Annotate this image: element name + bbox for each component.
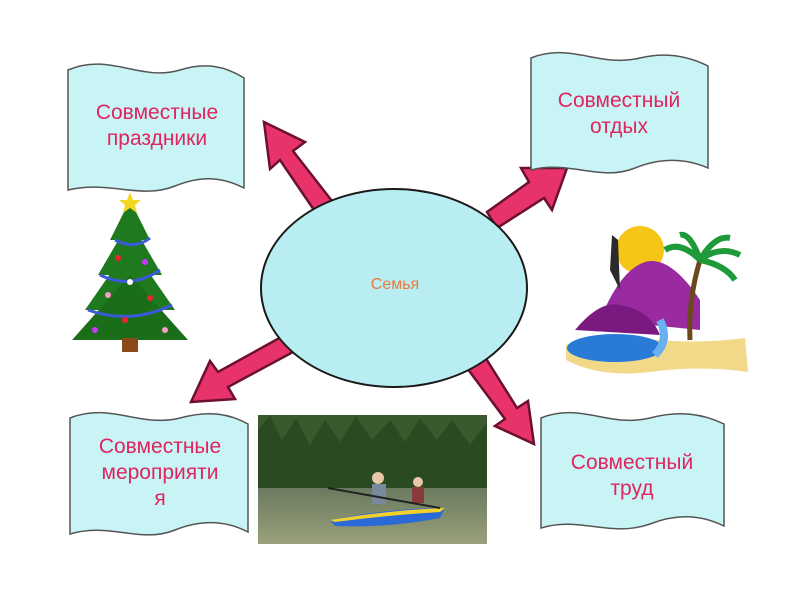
banner-top-right-line-1: Совместный	[557, 89, 681, 112]
center-ellipse	[260, 188, 528, 388]
banner-bottom-right-text: Совместный труд	[543, 450, 721, 502]
tropical-island-icon	[566, 226, 748, 374]
kayak-photo	[258, 415, 487, 544]
banner-bottom-left-line-2: мероприяти	[101, 461, 219, 484]
banner-top-left-line-1: Совместные	[95, 101, 219, 124]
banner-bottom-left-line-3: я	[154, 487, 166, 510]
center-label: Семья	[370, 276, 420, 293]
christmas-tree-icon	[72, 192, 188, 352]
arrow-to-bottom-left	[188, 334, 295, 404]
arrow-to-top-right	[485, 166, 569, 230]
banner-top-left-line-2: праздники	[106, 127, 208, 150]
banner-top-right-line-2: отдых	[590, 115, 648, 138]
banner-bottom-right-line-1: Совместный	[570, 451, 694, 474]
arrow-to-top-left	[262, 119, 334, 215]
banner-top-left	[67, 63, 245, 192]
banner-bottom-left-text: Совместные мероприяти я	[74, 434, 246, 512]
banner-top-right-text: Совместный отдых	[533, 88, 705, 140]
arrow-to-bottom-right	[465, 355, 536, 447]
banner-bottom-left	[69, 411, 249, 536]
banner-bottom-left-line-1: Совместные	[98, 435, 222, 458]
banner-bottom-right	[540, 411, 725, 530]
banner-bottom-right-line-2: труд	[610, 477, 654, 500]
banner-top-right	[530, 51, 709, 174]
banner-top-left-text: Совместные праздники	[72, 100, 242, 152]
